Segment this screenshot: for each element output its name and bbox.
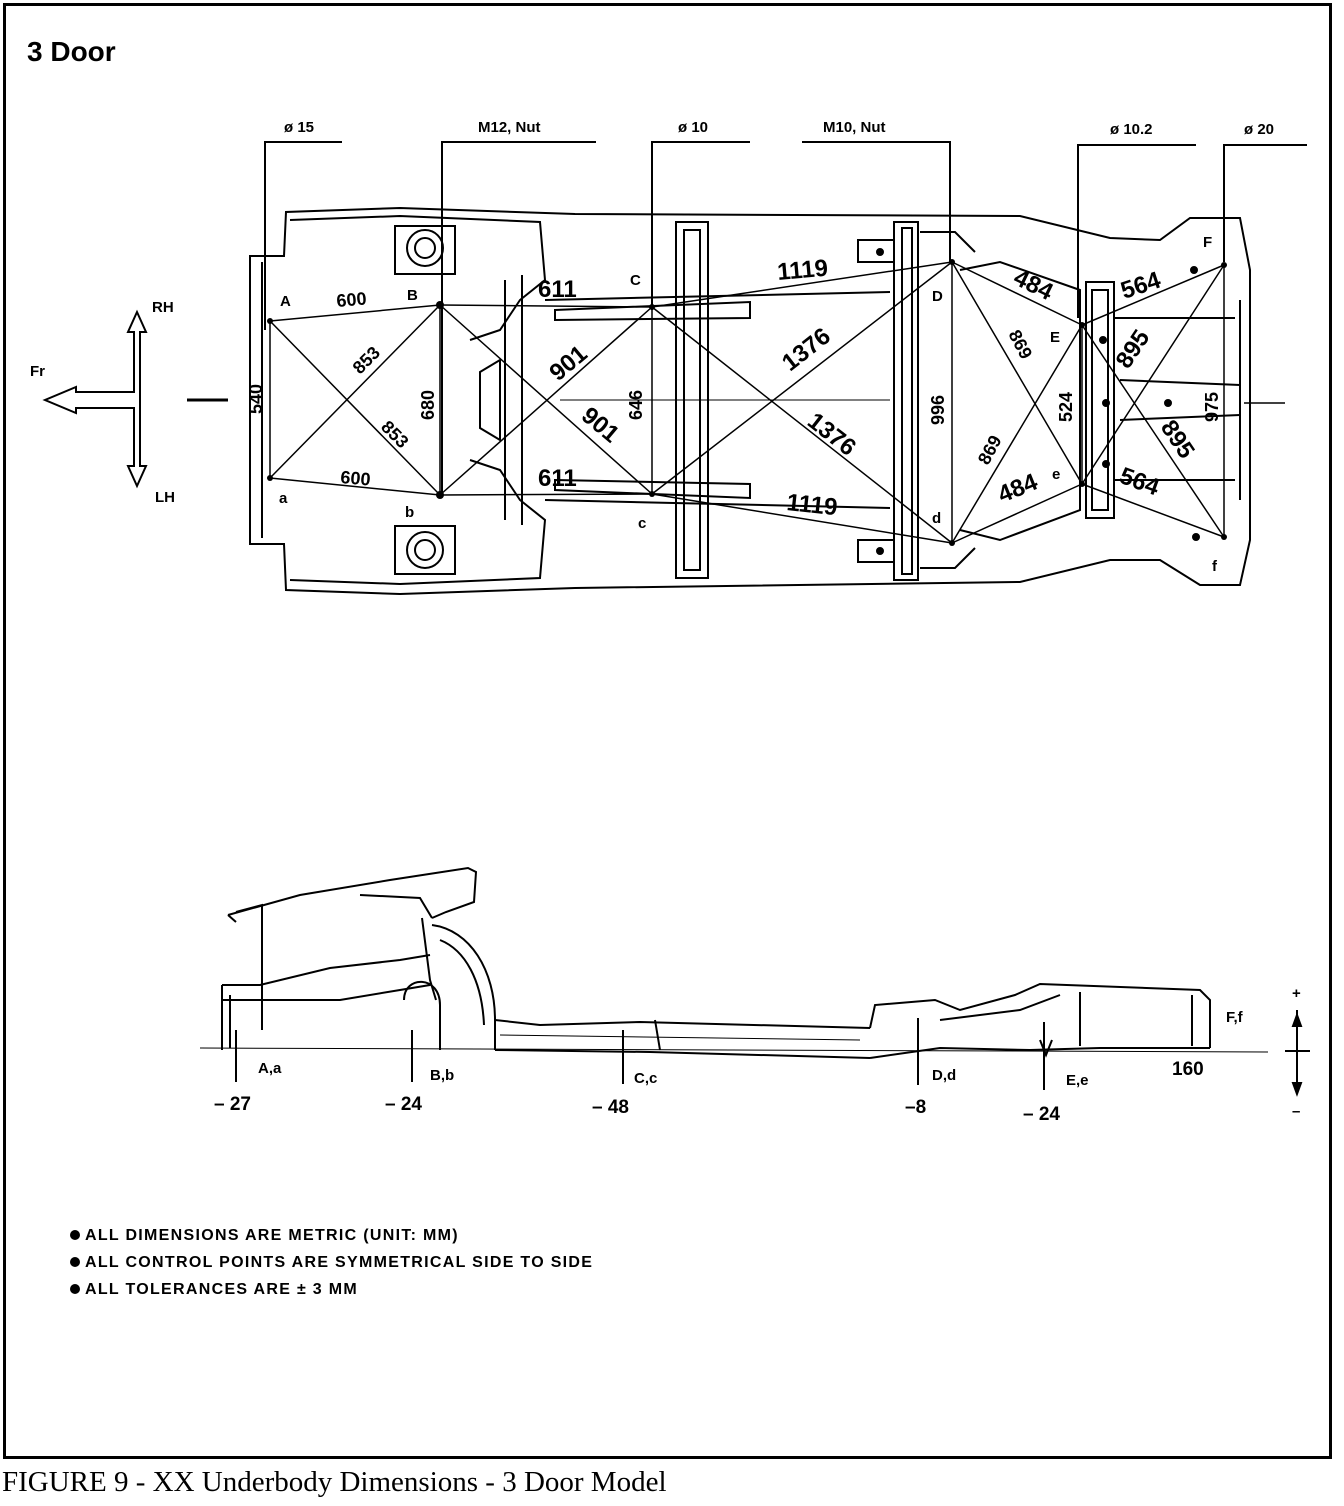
dim-cd-bottom: 1119 <box>785 489 838 521</box>
side-point-C: C,c <box>634 1070 657 1087</box>
dim-cd-top: 1119 <box>776 255 829 286</box>
height-leaders <box>235 1010 1310 1097</box>
height-plus-sign: + <box>1292 985 1301 1002</box>
control-point-markers <box>267 259 1227 546</box>
dim-ef-diag-1: 895 <box>1111 325 1156 373</box>
side-point-D: D,d <box>932 1067 956 1084</box>
note-item: ALL TOLERANCES ARE ± 3 MM <box>70 1276 593 1303</box>
height-E: – 24 <box>1023 1104 1060 1125</box>
figure-caption: FIGURE 9 - XX Underbody Dimensions - 3 D… <box>2 1466 667 1498</box>
dim-bc-diag-1: 901 <box>545 340 593 386</box>
dim-c-width: 646 <box>626 390 646 420</box>
dim-ab-diag-2: 853 <box>377 417 412 452</box>
notes-list: ALL DIMENSIONS ARE METRIC (UNIT: MM) ALL… <box>70 1222 593 1303</box>
callout-hole-15: ø 15 <box>284 119 314 136</box>
height-A: – 27 <box>214 1094 251 1115</box>
bullet-icon <box>70 1284 80 1294</box>
dim-cd-diag-2: 1376 <box>802 407 861 461</box>
lh-label: LH <box>155 489 175 506</box>
dim-b-width: 680 <box>418 390 438 420</box>
point-E: E <box>1050 329 1060 346</box>
point-c: c <box>638 515 646 532</box>
underbody-side-view <box>199 866 1269 1059</box>
point-e: e <box>1052 466 1060 483</box>
dim-e-width: 524 <box>1056 392 1076 422</box>
callout-hole-10: ø 10 <box>678 119 708 136</box>
dim-ab-bottom: 600 <box>340 467 372 490</box>
point-A: A <box>280 293 291 310</box>
dim-cd-diag-1: 1376 <box>777 323 836 377</box>
dim-bc-top: 611 <box>538 276 577 303</box>
callout-hole-10-2: ø 10.2 <box>1110 121 1153 138</box>
side-point-A: A,a <box>258 1060 282 1077</box>
dim-de-bottom: 484 <box>994 468 1042 508</box>
figure-frame <box>3 3 1332 1459</box>
dim-ab-top: 600 <box>336 288 368 311</box>
dim-ef-bottom: 564 <box>1116 462 1163 501</box>
dim-a-width: 540 <box>246 384 266 414</box>
point-F: F <box>1203 234 1212 251</box>
underbody-plan-view <box>249 206 1251 596</box>
callout-m10-nut: M10, Nut <box>823 119 886 136</box>
note-item: ALL DIMENSIONS ARE METRIC (UNIT: MM) <box>70 1222 593 1249</box>
note-item: ALL CONTROL POINTS ARE SYMMETRICAL SIDE … <box>70 1249 593 1276</box>
height-C: – 48 <box>592 1097 629 1118</box>
dim-ef-diag-2: 895 <box>1155 415 1200 463</box>
dim-f-width: 975 <box>1202 392 1222 422</box>
bullet-icon <box>70 1230 80 1240</box>
height-F: 160 <box>1172 1059 1204 1080</box>
point-B: B <box>407 287 418 304</box>
dim-bc-bottom: 611 <box>538 465 577 492</box>
point-d: d <box>932 510 941 527</box>
side-point-F: F,f <box>1226 1009 1244 1026</box>
rh-label: RH <box>152 299 174 316</box>
dim-ab-diag-1: 853 <box>349 342 384 377</box>
page-title: 3 Door <box>27 36 116 67</box>
callout-m12-nut: M12, Nut <box>478 119 541 136</box>
callout-leaders <box>264 141 1307 495</box>
side-point-B: B,b <box>430 1067 454 1084</box>
point-C: C <box>630 272 641 289</box>
dim-d-width: 996 <box>928 395 948 425</box>
point-a: a <box>279 490 288 507</box>
height-minus-sign: – <box>1292 1103 1300 1120</box>
dim-de-top: 484 <box>1009 264 1057 306</box>
direction-arrows <box>42 309 228 489</box>
point-D: D <box>932 288 943 305</box>
bullet-icon <box>70 1257 80 1267</box>
height-D: –8 <box>905 1097 926 1118</box>
point-b: b <box>405 504 414 521</box>
height-B: – 24 <box>385 1094 422 1115</box>
callout-hole-20: ø 20 <box>1244 121 1274 138</box>
side-point-E: E,e <box>1066 1072 1089 1089</box>
fr-label: Fr <box>30 363 45 380</box>
measurement-lines <box>269 261 1225 544</box>
point-f: f <box>1212 558 1218 575</box>
dim-de-diag-1: 869 <box>1004 326 1036 362</box>
dim-ef-top: 564 <box>1118 266 1165 304</box>
dim-bc-diag-2: 901 <box>576 402 624 448</box>
